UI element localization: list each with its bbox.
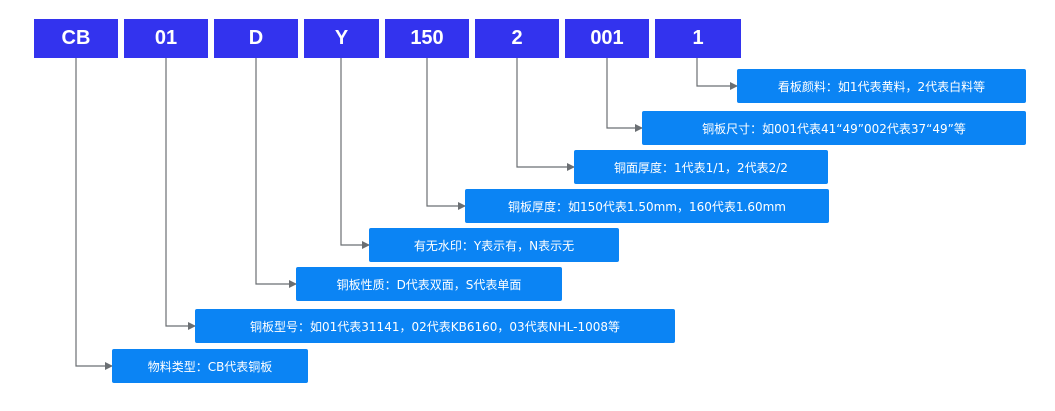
code-segment-150: 150 (385, 19, 469, 58)
code-segment-001: 001 (565, 19, 649, 58)
connector-segment-y (340, 58, 370, 249)
code-segment-2: 2 (475, 19, 559, 58)
desc-copper-thickness: 铜面厚度：1代表1/1，2代表2/2 (574, 150, 828, 184)
connector-segment-cb (75, 58, 113, 370)
connector-segment-150 (426, 58, 466, 210)
desc-board-model: 铜板型号：如01代表31141，02代表KB6160，03代表NHL-1008等 (195, 309, 675, 343)
connector-segment-01 (165, 58, 196, 330)
code-segment-1: 1 (655, 19, 741, 58)
connector-segment-d (255, 58, 297, 288)
code-segment-d: D (214, 19, 298, 58)
desc-material-type: 物料类型：CB代表铜板 (112, 349, 308, 383)
desc-board-size: 铜板尺寸：如001代表41“49”002代表37“49”等 (642, 111, 1026, 145)
code-segment-y: Y (304, 19, 379, 58)
desc-board-property: 铜板性质：D代表双面，S代表单面 (296, 267, 562, 301)
code-segment-cb: CB (34, 19, 118, 58)
connector-segment-001 (606, 58, 643, 132)
desc-watermark: 有无水印：Y表示有，N表示无 (369, 228, 619, 262)
desc-board-color: 看板颜料：如1代表黄料，2代表白料等 (737, 69, 1026, 103)
desc-board-thickness: 铜板厚度：如150代表1.50mm，160代表1.60mm (465, 189, 829, 223)
connector-segment-1 (696, 58, 738, 90)
connector-segment-2 (516, 58, 575, 171)
code-segment-01: 01 (124, 19, 208, 58)
